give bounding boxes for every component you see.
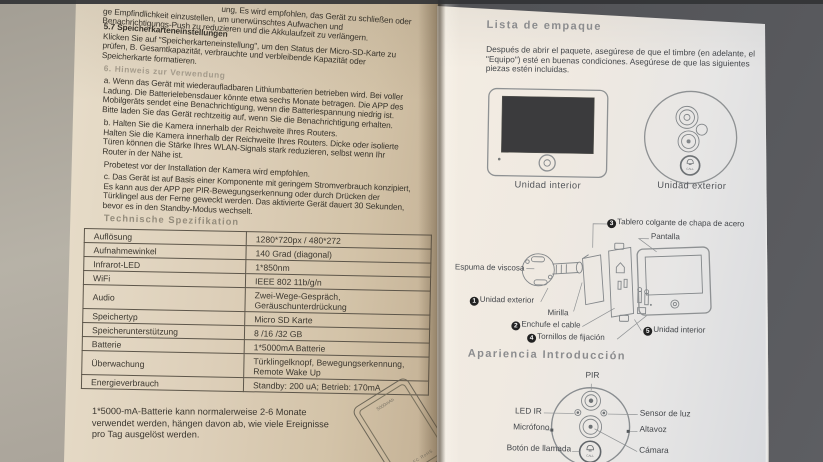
exterior-unit-drawing: CALL <box>643 90 738 185</box>
text-line: pro Tag ausgelöst werden. <box>91 429 200 440</box>
step-number-badge: 1 <box>469 296 479 306</box>
text-line: piezas estén incluidas. <box>485 63 570 75</box>
label-camera: Cámara <box>639 444 669 456</box>
bell-icon <box>686 158 694 165</box>
label-call-button: Botón de llamada <box>506 442 572 454</box>
spec-key: Energieverbrauch <box>81 374 244 392</box>
bell-icon <box>586 444 594 452</box>
label-text: Unidad exterior <box>479 294 535 305</box>
exterior-unit-label: Unidad exterior <box>657 179 727 192</box>
spec-title: Technische Spezifikation <box>103 212 240 228</box>
label-screen: Pantalla <box>650 231 680 242</box>
call-button-text: CALL <box>686 167 694 171</box>
label-pir: PIR <box>585 369 600 380</box>
right-page-content: Lista de empaque Después de abrir el paq… <box>437 6 769 462</box>
label-microphone: Micrófono <box>513 421 550 433</box>
label-text: Enchufe el cable <box>521 319 581 330</box>
interior-unit-drawing <box>486 87 609 178</box>
page-edge <box>765 6 769 462</box>
step-number-badge: 4 <box>527 333 537 343</box>
spec-heading: Technische Spezifikation <box>103 212 240 228</box>
step-number-badge: 2 <box>511 321 521 331</box>
appearance-diagram: CALL <box>543 383 638 462</box>
label-text: Tablero colgante de chapa de acero <box>617 217 745 229</box>
interior-unit-label: Unidad interior <box>514 179 582 191</box>
spec-value: Zwei-Wege-Gespräch, Geräuschunterdrückun… <box>244 287 431 316</box>
label-led-ir: LED IR <box>515 405 542 416</box>
label-speaker: Altavoz <box>639 423 667 435</box>
background-top-strip <box>0 0 823 4</box>
step-number-badge: 5 <box>643 326 653 336</box>
call-button-text: CALL <box>586 454 594 458</box>
text-line: 1*5000-mA-Batterie kann normalerweise 2-… <box>91 406 307 418</box>
appearance-title: Apariencia Introducción <box>467 347 627 363</box>
spec-key: Audio <box>82 284 246 312</box>
battery-footnote: 1*5000-mA-Batterie kann normalerweise 2-… <box>92 406 329 442</box>
packing-list-title: Lista de empaque <box>486 18 602 33</box>
step-number-badge: 3 <box>607 219 617 229</box>
label-peephole: Mirilla <box>547 307 569 318</box>
label-text: Unidad interior <box>653 324 706 335</box>
label-light-sensor: Sensor de luz <box>639 407 691 419</box>
left-page: ung, Es wird empfohlen, das Gerät zu sch… <box>64 0 438 462</box>
spec-value: Türklingelknopf, Bewegungserkennung, Rem… <box>243 353 430 382</box>
label-text: Tornillos de fijación <box>537 331 605 342</box>
right-page: Lista de empaque Después de abrir el paq… <box>437 6 769 462</box>
label-foam: Espuma de viscosa <box>454 262 525 273</box>
exploded-diagram <box>521 223 712 340</box>
spec-key: Überwachung <box>81 350 245 378</box>
